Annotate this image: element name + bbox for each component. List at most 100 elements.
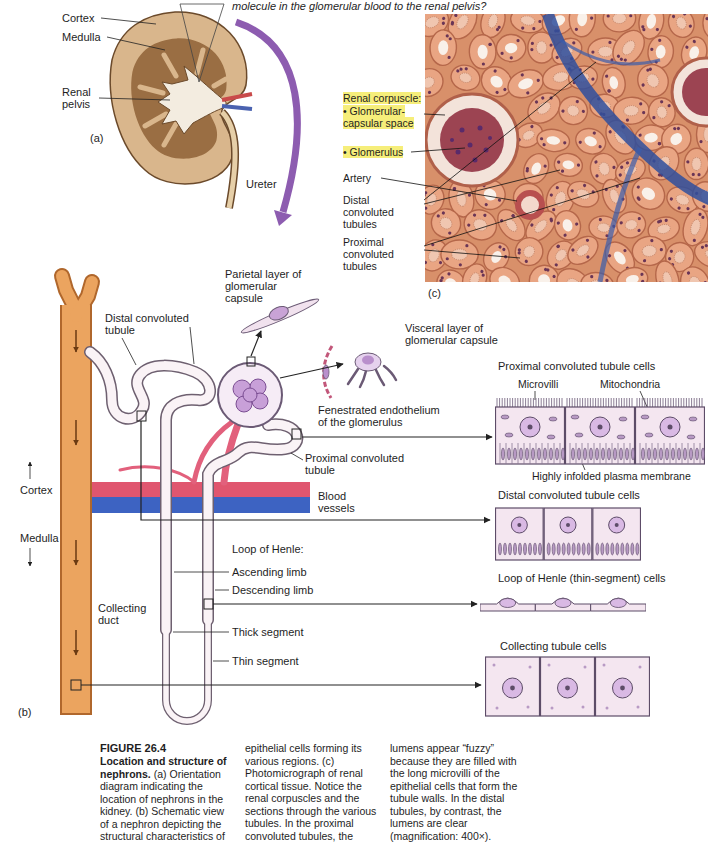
tubule-section [500, 52, 503, 55]
cell-drawing [595, 448, 598, 460]
tubule-section [660, 100, 664, 104]
cell-drawing [655, 398, 656, 407]
cell-drawing [584, 666, 587, 669]
cell-drawing [551, 398, 552, 407]
tubule-section [566, 103, 581, 117]
tubule-section [522, 244, 537, 259]
cell-drawing [681, 398, 682, 407]
label-box: Artery [343, 172, 371, 184]
podocyte-drawing [360, 371, 366, 387]
tubule-section [637, 217, 641, 221]
tubule-section [481, 273, 485, 277]
cell-drawing [536, 398, 537, 407]
tubule-section [425, 14, 441, 30]
tubule-section [703, 126, 708, 142]
tubule-section [497, 274, 513, 282]
tubule-section [551, 207, 584, 243]
tubule-section [590, 16, 593, 19]
nephron-illustration [60, 497, 310, 513]
tubule-section [570, 189, 574, 193]
photomicrograph [456, 150, 461, 155]
photomicrograph [478, 126, 483, 131]
cell-drawing [567, 398, 568, 407]
tubule-section [677, 206, 681, 210]
label-box: (a) [90, 132, 103, 144]
cell-drawing [507, 448, 510, 460]
tubule-section [594, 160, 598, 164]
cell-drawing [610, 599, 626, 608]
tubule-section [607, 89, 611, 93]
cell-drawing [580, 398, 581, 407]
nephron-leader-line [122, 338, 136, 365]
tubule-section [592, 131, 596, 135]
cell-drawing [630, 443, 631, 464]
tubule-section [561, 218, 574, 233]
tubule-section [562, 231, 603, 270]
label-box: Renal pelvis [62, 86, 107, 110]
tubule-section [626, 172, 671, 216]
cell-drawing [495, 505, 641, 561]
cell-drawing [608, 398, 609, 407]
tubule-section [599, 218, 603, 222]
cell-drawing [530, 443, 531, 464]
tubule-section [564, 177, 603, 212]
cell-drawing [519, 543, 522, 555]
tubule-section [616, 54, 620, 58]
label-box: • Glomerular-capsular space [343, 105, 419, 129]
label-box: • Glomerulus [343, 146, 403, 158]
cell-drawing [694, 398, 695, 407]
label-text: Distal convoluted tubule [105, 312, 189, 336]
cell-drawing [601, 448, 604, 460]
tubule-section [702, 14, 708, 39]
tubule-section [572, 41, 576, 45]
tubule-section [578, 140, 582, 144]
tubule-section [489, 249, 503, 264]
tubule-section [598, 161, 611, 176]
tubule-section [643, 259, 647, 263]
cell-drawing [657, 398, 658, 407]
photo-leader-line [411, 148, 465, 152]
kidney-illustration [140, 50, 226, 145]
cell-drawing [582, 398, 583, 407]
pointer-arrow [302, 436, 492, 437]
tubule-section [488, 43, 491, 46]
marker-box [71, 680, 81, 690]
cell-drawing [621, 398, 622, 407]
cell-drawing [619, 398, 620, 407]
tubule-section [561, 169, 565, 173]
label-box: Parietal layer of glomerular capsule [225, 268, 315, 304]
photomicrograph [560, 40, 660, 64]
cell-drawing [641, 415, 649, 419]
cell-drawing [566, 407, 635, 464]
cell-drawing [650, 398, 651, 407]
tubule-section [571, 248, 576, 253]
tubule-section [536, 127, 571, 153]
tubule-section [598, 46, 613, 56]
parietal-cell-drawing [267, 304, 290, 323]
cell-drawing [524, 443, 525, 464]
cell-drawing [571, 415, 579, 419]
tubule-section [623, 105, 639, 116]
tubule-section [524, 259, 528, 263]
tubule-section [442, 16, 446, 20]
tubule-section [577, 163, 581, 167]
tubule-section [456, 69, 460, 73]
kidney-illustration [164, 55, 176, 76]
kidney-illustration [236, 22, 297, 212]
podocyte-drawing [348, 353, 396, 387]
tubule-section [646, 214, 682, 244]
cell-drawing [621, 543, 624, 555]
tubule-section [553, 151, 585, 178]
tubule-section [700, 245, 704, 249]
cell-drawing [577, 543, 580, 555]
cell-drawing [689, 448, 692, 460]
tubule-section [505, 42, 518, 53]
label-text: Blood vessels [318, 490, 355, 514]
tubule-section [698, 212, 702, 216]
kidney-illustration [110, 4, 297, 226]
tubule-section [605, 279, 609, 282]
tubule-section [605, 74, 609, 78]
tubule-section [541, 96, 546, 101]
tubule-section [525, 166, 529, 170]
label-box: Blood vessels [318, 490, 364, 514]
